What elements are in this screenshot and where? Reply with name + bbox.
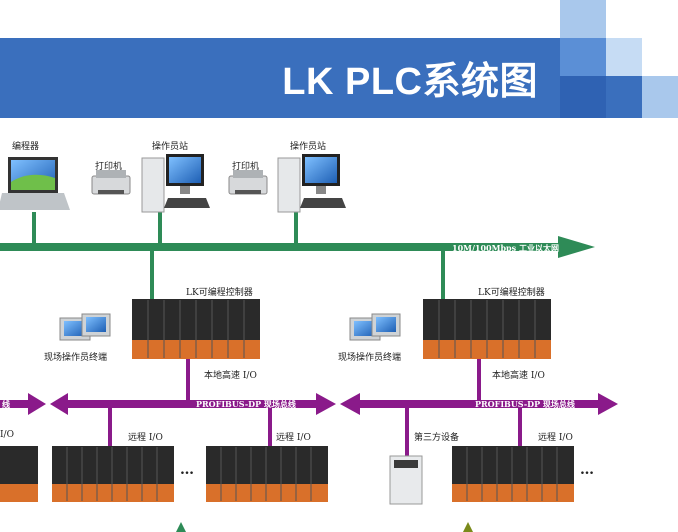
profibus-label-2: PROFIBUS-DP 现场总线 [475, 399, 575, 409]
decor-square-2 [606, 38, 642, 76]
label-printer-1: 打印机 [95, 162, 123, 172]
local-io-2-label: 本地高速 I/O [492, 371, 545, 381]
remote-2-label: 远程 I/O [276, 433, 311, 443]
computer-icon [141, 154, 210, 213]
profibus-bus [0, 393, 618, 456]
label-station-2: 操作员站 [290, 142, 327, 152]
remote-io-rack [0, 446, 38, 502]
profibus-label-1: PROFIBUS-DP 现场总线 [196, 399, 296, 409]
third-party-label: 第三方设备 [414, 433, 460, 443]
label-printer-2: 打印机 [232, 162, 260, 172]
label-station-1: 操作员站 [152, 142, 189, 152]
third-party-device-icon [389, 455, 423, 505]
computer-icon [277, 154, 346, 213]
operator-terminal-icon [59, 313, 111, 341]
plc-rack-icon [423, 299, 551, 403]
title-band [0, 38, 560, 118]
remote-3-label: 远程 I/O [538, 433, 573, 443]
terminal-1-label: 现场操作员终端 [44, 353, 108, 363]
remote-left-label: I/O [0, 430, 14, 440]
ellipsis-1: … [180, 462, 194, 478]
decor-square-6 [560, 76, 606, 118]
decor-square-4 [606, 76, 642, 118]
remote-io-rack [52, 446, 174, 502]
page-title: LK PLC系统图 [282, 61, 538, 103]
operator-terminal-icon [349, 313, 401, 341]
decor-square-3 [560, 38, 606, 76]
controller-2-label: LK可编程控制器 [478, 288, 545, 298]
plc-rack-icon [132, 299, 260, 403]
terminal-2-label: 现场操作员终端 [338, 353, 402, 363]
laptop-icon [0, 157, 70, 210]
ethernet-bus [0, 212, 595, 299]
decor-square-5 [642, 76, 678, 118]
label-programmer: 编程器 [12, 142, 40, 152]
local-io-1-label: 本地高速 I/O [204, 371, 257, 381]
profibus-label-left: 线 [2, 399, 10, 409]
triangle-marker-icon [463, 522, 473, 532]
remote-1-label: 远程 I/O [128, 433, 163, 443]
decor-square-1 [560, 0, 606, 38]
ethernet-label: 10M/100Mbps 工业以太网 [452, 243, 559, 253]
printer-icon [91, 170, 131, 195]
ellipsis-2: … [580, 462, 594, 478]
remote-io-rack [206, 446, 328, 502]
triangle-marker-icon [176, 522, 186, 532]
printer-icon [228, 170, 268, 195]
controller-1-label: LK可编程控制器 [186, 288, 253, 298]
remote-io-rack [452, 446, 574, 502]
